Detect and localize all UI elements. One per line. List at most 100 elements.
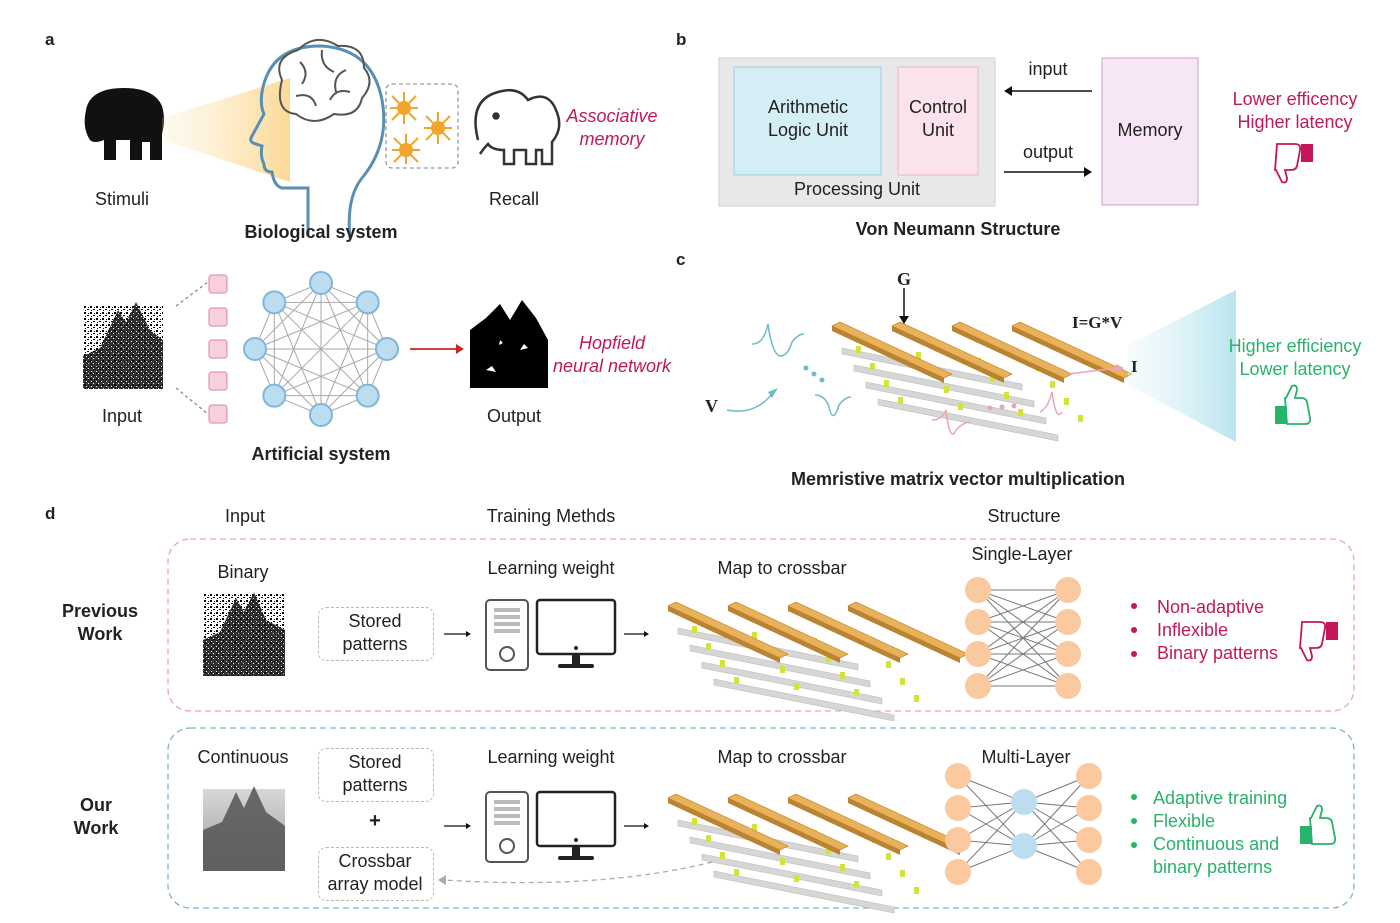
network-node — [965, 609, 991, 635]
crossbar-top-wire-side — [848, 798, 960, 855]
pc-button — [499, 838, 515, 854]
network-edge — [957, 801, 1025, 873]
hopfield-node — [309, 271, 333, 295]
neuron-icon — [390, 92, 452, 164]
memory-box — [1101, 57, 1199, 206]
map-to-crossbar-label-prev: Map to crossbar — [717, 558, 847, 578]
hopfield-label-1: Hopfield — [578, 333, 646, 353]
hopfield-edge — [254, 348, 322, 416]
memristor-cell — [898, 397, 903, 404]
crossbar-top-wire-side — [668, 798, 780, 855]
crossbar-top-wire-side — [952, 326, 1064, 383]
single-layer-network — [965, 577, 1081, 699]
crossbar-bottom-wire — [713, 870, 895, 914]
memristor-cell — [886, 661, 891, 668]
crossbar-bottom-wire — [701, 661, 883, 705]
memristor-cell — [856, 346, 861, 353]
alu-label-2: Logic Unit — [767, 120, 849, 140]
hopfield-edge — [273, 301, 369, 397]
memristor-cell — [826, 655, 831, 662]
network-node — [945, 763, 971, 789]
network-node — [1076, 763, 1102, 789]
output-label-a: Output — [486, 406, 542, 426]
elephant-outline-icon — [474, 89, 561, 166]
computer-icon-previous — [485, 598, 617, 671]
our-point-1: Adaptive training — [1153, 788, 1288, 808]
cons-label-1: Lower efficency — [1232, 89, 1358, 109]
hopfield-node — [262, 290, 287, 315]
memristor-cell — [1078, 415, 1083, 422]
crossbar-top-wire-side — [832, 326, 944, 383]
network-node — [945, 795, 971, 821]
memristor-cell — [1004, 392, 1009, 399]
memristor-cell — [854, 881, 859, 888]
network-edge — [977, 589, 1069, 623]
memristor-cell — [886, 853, 891, 860]
memristor-cell — [794, 875, 799, 882]
crossbar-top-wire-side — [788, 798, 900, 855]
memristor-cell — [720, 852, 725, 859]
hopfield-edge — [274, 348, 388, 397]
von-neumann-title: Von Neumann Structure — [855, 219, 1061, 239]
memristor-cell — [840, 864, 845, 871]
thumbs-up-icon-c — [1275, 384, 1312, 425]
artificial-system-title: Artificial system — [251, 444, 391, 464]
memristor-cell — [1050, 381, 1055, 388]
biological-system-title: Biological system — [244, 222, 398, 242]
crossbar-top-wire — [831, 321, 953, 379]
plus-sign: + — [369, 810, 381, 832]
prev-point-3: Binary patterns — [1157, 643, 1279, 663]
associative-memory-label-2: memory — [579, 129, 645, 149]
our-point-2: Flexible — [1153, 811, 1216, 831]
stimulus-beam — [162, 78, 290, 182]
pros-label-2: Lower latency — [1239, 359, 1351, 379]
crossbar-bottom-wire — [877, 398, 1059, 442]
memristor-cell — [734, 869, 739, 876]
memristor-cell — [840, 672, 845, 679]
memristor-cell — [706, 835, 711, 842]
processing-unit-label: Processing Unit — [793, 179, 921, 199]
hopfield-node — [355, 383, 380, 408]
memristor-cell — [692, 818, 697, 825]
stored-patterns-label-our-2: patterns — [342, 775, 408, 795]
hopfield-edge — [254, 301, 368, 350]
memristor-cell — [870, 363, 875, 370]
hopfield-edge — [254, 348, 368, 397]
multi-layer-label: Multi-Layer — [981, 747, 1071, 767]
column-input-header: Input — [224, 506, 266, 526]
hopfield-edge — [320, 282, 369, 396]
crossbar-top-wire-side — [728, 798, 840, 855]
recall-label: Recall — [488, 189, 540, 209]
pc-slot — [494, 814, 520, 818]
cu-label-2: Unit — [921, 120, 955, 140]
pc-slot — [494, 800, 520, 804]
memristor-cell — [900, 678, 905, 685]
conductance-label: G — [896, 269, 912, 289]
memristor-cell — [854, 689, 859, 696]
memristor-cell — [1064, 398, 1069, 405]
input-label-a: Input — [101, 406, 143, 426]
crossbar-top-wire-side — [1012, 326, 1124, 383]
previous-work-label-1: Previous — [61, 601, 139, 621]
memristor-cell — [944, 386, 949, 393]
network-node — [1055, 673, 1081, 699]
bullet-dots-previous — [1131, 603, 1137, 657]
crossbar-top-wire-side — [728, 606, 840, 663]
memristor-cell — [794, 683, 799, 690]
memristor-cell — [958, 403, 963, 410]
panel-label-c: c — [676, 250, 686, 269]
pc-slot — [494, 608, 520, 612]
prev-point-1: Non-adaptive — [1157, 597, 1265, 617]
hopfield-edge — [274, 301, 388, 350]
memristor-cell — [826, 847, 831, 854]
continuous-label: Continuous — [197, 747, 289, 767]
monitor-stand — [572, 654, 580, 664]
head-profile-icon — [249, 44, 386, 239]
memristor-cell — [914, 887, 919, 894]
monitor-led — [574, 838, 578, 842]
memristive-title: Memristive matrix vector multiplication — [790, 469, 1126, 489]
stored-patterns-label-our-1: Stored — [348, 752, 402, 772]
stored-patterns-box-our — [318, 748, 434, 802]
hopfield-edge — [273, 302, 322, 416]
